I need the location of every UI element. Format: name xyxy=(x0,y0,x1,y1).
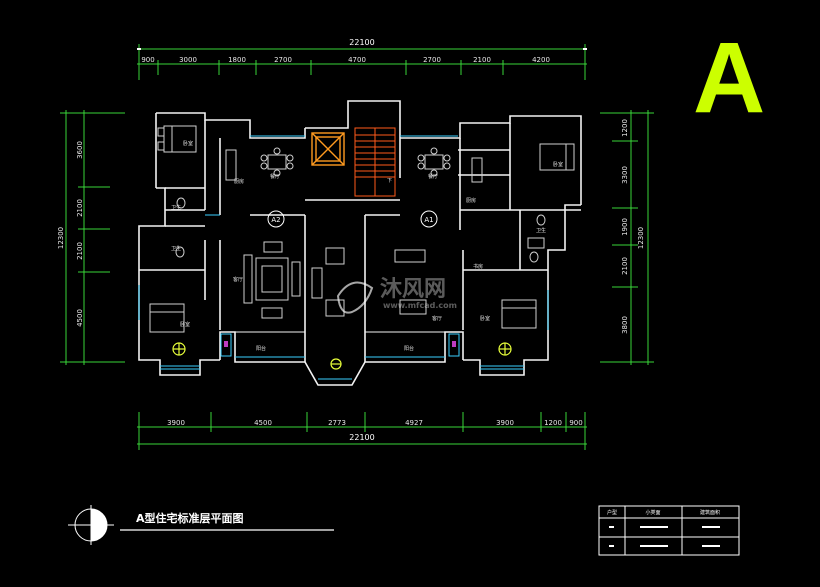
right-dimension-chain xyxy=(600,110,654,365)
watermark: 沐风网 www.mfcad.com xyxy=(336,277,457,314)
stair-direction-label: 下 xyxy=(387,178,392,184)
top-dim-6: 2700 xyxy=(423,56,441,64)
top-dim-1: 900 xyxy=(141,56,154,64)
watermark-text: 沐风网 xyxy=(380,277,446,302)
right-dim-4: 2100 xyxy=(621,257,629,275)
top-dim-8: 4200 xyxy=(532,56,550,64)
room-label-balcony-2: 阳台 xyxy=(404,345,414,352)
right-dim-2: 3300 xyxy=(621,166,629,184)
left-dimension-chain xyxy=(60,110,125,365)
bottom-dim-7: 900 xyxy=(569,419,582,427)
stairwell xyxy=(354,127,396,197)
north-arrow-icon xyxy=(68,505,114,545)
unit-marker-a1-label: A1 xyxy=(424,216,433,224)
left-dim-2: 2100 xyxy=(76,199,84,217)
table-header-building-area: 建筑面积 xyxy=(700,509,720,516)
right-total-dimension: 12300 xyxy=(637,227,645,249)
bottom-dim-2: 4500 xyxy=(254,419,272,427)
room-label-toilet-2: 卫生 xyxy=(171,245,181,252)
bed-bottom-right xyxy=(501,299,537,329)
room-label-living-2: 客厅 xyxy=(432,315,442,322)
table-header-type: 户型 xyxy=(607,509,617,516)
room-label-bedroom-3: 卧室 xyxy=(553,161,563,168)
table-illegible-cells xyxy=(609,526,720,547)
room-label-kitchen-1: 厨房 xyxy=(234,178,244,185)
top-dim-4: 2700 xyxy=(274,56,292,64)
top-dim-7: 2100 xyxy=(473,56,491,64)
right-dim-3: 1900 xyxy=(621,218,629,236)
bottom-total-dimension: 22100 xyxy=(349,433,374,442)
bed-top-right xyxy=(539,143,575,171)
bottom-dim-3: 2773 xyxy=(328,419,346,427)
dining-table-right xyxy=(417,147,451,177)
left-dim-1: 3600 xyxy=(76,141,84,159)
right-dim-5: 3800 xyxy=(621,316,629,334)
right-dim-1: 1200 xyxy=(621,119,629,137)
bottom-dim-6: 1200 xyxy=(544,419,562,427)
top-dim-2: 3000 xyxy=(179,56,197,64)
watermark-url: www.mfcad.com xyxy=(383,301,457,310)
left-dim-4: 4500 xyxy=(76,309,84,327)
unit-marker-a2-label: A2 xyxy=(271,216,280,224)
left-total-dimension: 12300 xyxy=(57,227,65,249)
room-label-study: 书房 xyxy=(473,263,483,270)
room-label-dining-2: 餐厅 xyxy=(428,173,438,180)
room-label-living-1: 客厅 xyxy=(233,276,243,283)
area-table xyxy=(598,505,740,556)
wall-outline xyxy=(138,100,582,386)
window-glazing xyxy=(138,135,549,380)
room-label-bedroom-2: 卧室 xyxy=(180,321,190,328)
room-label-balcony-1: 阳台 xyxy=(256,345,266,352)
room-label-dining-1: 餐厅 xyxy=(270,173,280,180)
top-dim-3: 1800 xyxy=(228,56,246,64)
living-room-sofa-left xyxy=(243,241,301,319)
bottom-dimension-chain xyxy=(137,412,587,450)
dining-table-left xyxy=(260,147,294,177)
room-label-toilet-3: 卫生 xyxy=(536,227,546,234)
room-label-toilet-1: 卫生 xyxy=(171,204,181,211)
room-label-bedroom-1: 卧室 xyxy=(183,140,193,147)
top-dim-5: 4700 xyxy=(348,56,366,64)
table-header-small-area: 小类面 xyxy=(645,509,660,516)
bottom-dim-5: 3900 xyxy=(496,419,514,427)
bottom-dim-1: 3900 xyxy=(167,419,185,427)
top-total-dimension: 22100 xyxy=(349,38,374,47)
potted-plants xyxy=(172,342,512,370)
bottom-dim-4: 4927 xyxy=(405,419,423,427)
left-dim-3: 2100 xyxy=(76,242,84,260)
ac-units xyxy=(220,333,460,357)
bathroom-fixtures xyxy=(175,149,546,263)
room-label-kitchen-2: 厨房 xyxy=(466,197,476,204)
plan-letter: A xyxy=(693,22,765,134)
elevator-shaft xyxy=(311,132,345,166)
bed-bottom-left xyxy=(149,303,185,333)
bed-top-left xyxy=(157,125,197,153)
unit-marker-a1: A1 xyxy=(420,210,438,228)
unit-marker-a2: A2 xyxy=(267,210,285,228)
living-room-furniture-right xyxy=(311,247,427,317)
room-label-bedroom-4: 卧室 xyxy=(480,315,490,322)
drawing-title: A型住宅标准层平面图 xyxy=(136,511,244,525)
